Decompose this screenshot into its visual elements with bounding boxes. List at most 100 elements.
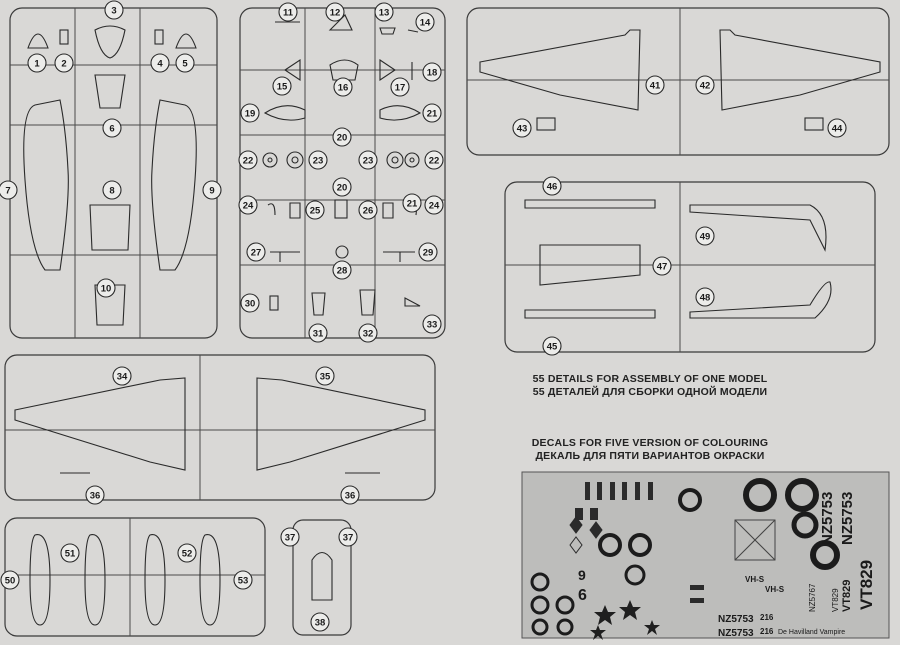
callout-circle [175, 53, 195, 73]
intake-44 [804, 117, 824, 131]
callout-number: 48 [700, 293, 711, 304]
callout-number: 14 [420, 18, 431, 29]
part-callout-8: 8 [102, 180, 122, 200]
callout-circle [695, 287, 715, 307]
canopy-38 [311, 551, 333, 601]
tail-49 [689, 204, 827, 252]
callout-number: 52 [182, 549, 193, 560]
part-callout-35: 35 [315, 366, 335, 386]
callout-number: 44 [832, 124, 843, 135]
callout-circle [827, 118, 847, 138]
callout-circle [102, 118, 122, 138]
callout-number: 45 [547, 342, 558, 353]
callout-circle [280, 527, 300, 547]
part-callout-47: 47 [652, 256, 672, 276]
callout-number: 27 [251, 248, 262, 259]
callout-number: 21 [427, 109, 438, 120]
drop-tank-51 [84, 534, 106, 626]
decals-caption: DECALS FOR FIVE VERSION OF COLOURING ДЕК… [520, 437, 780, 463]
callout-circle [542, 336, 562, 356]
part-callout-42: 42 [695, 75, 715, 95]
callout-number: 23 [313, 156, 324, 167]
callout-circle [278, 2, 298, 22]
callout-circle [333, 77, 353, 97]
part-callout-48: 48 [695, 287, 715, 307]
canopy-right [175, 33, 197, 49]
part-callout-32: 32 [358, 323, 378, 343]
callout-number: 53 [238, 576, 249, 587]
part-shapes [14, 14, 881, 626]
callout-circle [310, 612, 330, 632]
callout-number: 33 [427, 320, 438, 331]
part-callout-49: 49 [695, 226, 715, 246]
drop-tank-52 [144, 534, 166, 626]
part-callout-1: 1 [27, 53, 47, 73]
ring-28 [335, 245, 349, 259]
decal-sheet-bg [521, 471, 890, 639]
serial-nz5753-b: NZ5753 [839, 492, 856, 545]
callout-circle [305, 200, 325, 220]
boom-46 [524, 199, 656, 209]
callout-number: 18 [427, 68, 438, 79]
code-vhs-a: VH-S [745, 575, 765, 584]
decals-caption-ru: ДЕКАЛЬ ДЛЯ ПЯТИ ВАРИАНТОВ ОКРАСКИ [535, 450, 765, 462]
small-part-13 [379, 27, 396, 35]
code-vhs-b: VH-S [765, 585, 785, 594]
wing-lower-left [14, 377, 186, 471]
callout-number: 35 [320, 372, 331, 383]
decal-sheet: NZ5753 NZ5753 VT829 VT829 NZ5753 NZ5753 … [521, 471, 890, 640]
wing-upper-left [479, 29, 641, 111]
callout-circle [104, 0, 124, 20]
part-callout-20: 20 [332, 177, 352, 197]
sprue-frame-b [239, 7, 446, 339]
callout-circle [240, 103, 260, 123]
part-callout-43: 43 [512, 118, 532, 138]
callout-number: 36 [345, 491, 356, 502]
callout-circle [325, 2, 345, 22]
callout-circle [0, 180, 18, 200]
bulkhead-3 [94, 25, 126, 59]
callout-number: 17 [395, 83, 406, 94]
serial-nz5753-c: NZ5753 [718, 614, 754, 625]
callout-number: 15 [277, 82, 288, 93]
callout-circle [202, 180, 222, 200]
callout-circle [112, 366, 132, 386]
part-callout-6: 6 [102, 118, 122, 138]
callout-circle [424, 150, 444, 170]
callout-number: 4 [157, 59, 163, 70]
part-callout-41: 41 [645, 75, 665, 95]
part-callout-19: 19 [240, 103, 260, 123]
callout-circle [340, 485, 360, 505]
code-216-b: 216 [760, 627, 774, 636]
part-callout-10: 10 [96, 278, 116, 298]
part-callout-37: 37 [280, 527, 300, 547]
callout-circle [390, 77, 410, 97]
wing-upper-right [719, 29, 881, 111]
part-callout-2: 2 [54, 53, 74, 73]
callout-circle [422, 314, 442, 334]
part-callout-45: 45 [542, 336, 562, 356]
callout-number: 29 [423, 248, 434, 259]
decal-brand: De Havilland Vampire [778, 629, 845, 636]
serial-nz5753-a: NZ5753 [819, 492, 836, 545]
part-callout-25: 25 [305, 200, 325, 220]
decals-caption-en: DECALS FOR FIVE VERSION OF COLOURING [531, 437, 769, 449]
seat-12 [328, 14, 353, 31]
part-callout-36: 36 [85, 485, 105, 505]
fuselage-left-half [23, 99, 69, 271]
callout-circle [332, 127, 352, 147]
callout-circle [652, 256, 672, 276]
callout-circle [645, 75, 665, 95]
wing-lower-right [256, 377, 426, 471]
callout-circle [332, 260, 352, 280]
fuselage-right-half [151, 99, 197, 271]
part-callout-44: 44 [827, 118, 847, 138]
part-callout-50: 50 [0, 570, 20, 590]
wheel-22a [262, 152, 278, 168]
callout-circle [422, 103, 442, 123]
callout-circle [422, 62, 442, 82]
part-callout-24: 24 [424, 195, 444, 215]
part-callout-23: 23 [358, 150, 378, 170]
small-part-14 [407, 29, 419, 33]
part-callout-9: 9 [202, 180, 222, 200]
